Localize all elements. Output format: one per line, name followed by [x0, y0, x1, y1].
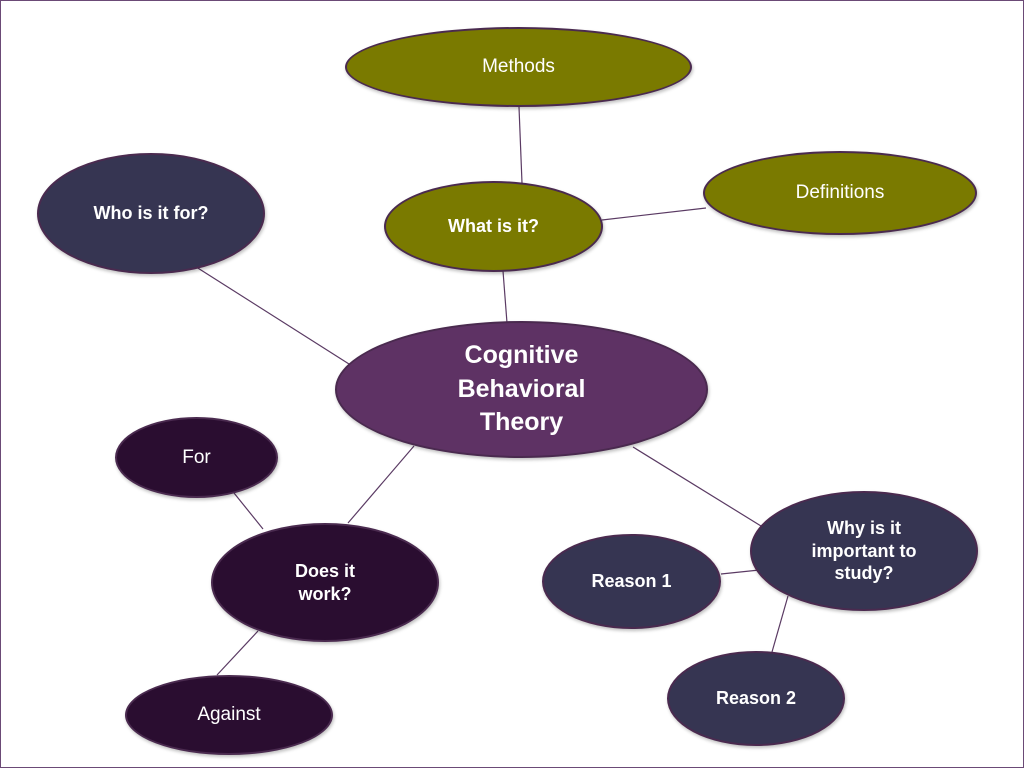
link-why-important-reason-2 [771, 595, 789, 653]
link-what-is-it-methods [518, 106, 523, 184]
node-for-label: For [182, 446, 211, 468]
link-center-why-important [632, 446, 762, 527]
node-reason-2: Reason 2 [667, 651, 845, 746]
node-against: Against [125, 675, 333, 755]
node-reason-2-label: Reason 2 [715, 688, 797, 709]
link-does-it-work-against [216, 630, 259, 676]
node-who-is-it-for: Who is it for? [37, 153, 265, 274]
node-what-is-it: What is it? [384, 181, 603, 272]
central-topic-label: Cognitive Behavioral Theory [457, 340, 586, 437]
node-what-is-it-label: What is it? [448, 216, 539, 237]
node-methods: Methods [345, 27, 692, 107]
link-center-who-is-it-for [170, 250, 350, 365]
node-reason-1: Reason 1 [542, 534, 721, 629]
node-why-important-label: Why is it important to study? [811, 518, 917, 584]
node-does-it-work-label: Does it work? [294, 561, 355, 604]
node-for: For [115, 417, 278, 498]
node-reason-1-label: Reason 1 [591, 571, 672, 592]
node-who-is-it-for-label: Who is it for? [93, 203, 209, 224]
node-central-topic: Cognitive Behavioral Theory [335, 321, 708, 458]
node-methods-label: Methods [482, 56, 555, 78]
node-does-it-work: Does it work? [211, 523, 439, 642]
link-center-does-it-work [347, 445, 415, 524]
node-definitions-label: Definitions [795, 182, 885, 204]
node-definitions: Definitions [703, 151, 977, 235]
node-why-important: Why is it important to study? [750, 491, 978, 611]
link-what-is-it-definitions [601, 207, 707, 221]
node-against-label: Against [197, 704, 261, 726]
link-does-it-work-for [233, 492, 264, 530]
link-center-what-is-it [502, 270, 508, 324]
